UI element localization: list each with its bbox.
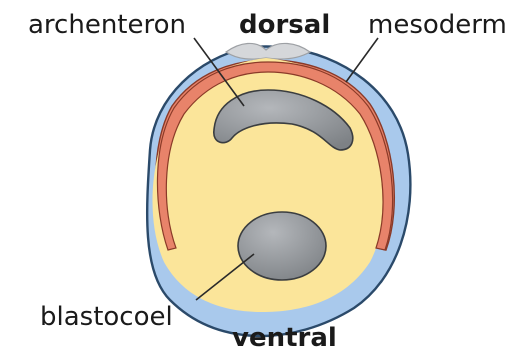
mesoderm-label: mesoderm <box>368 10 507 40</box>
blastocoel-label: blastocoel <box>40 302 173 332</box>
mesoderm-leader-line <box>346 38 378 82</box>
archenteron-label: archenteron <box>28 10 186 40</box>
dorsal-label: dorsal <box>239 10 330 40</box>
blastocoel-cavity <box>238 212 326 280</box>
ventral-label: ventral <box>232 323 337 353</box>
